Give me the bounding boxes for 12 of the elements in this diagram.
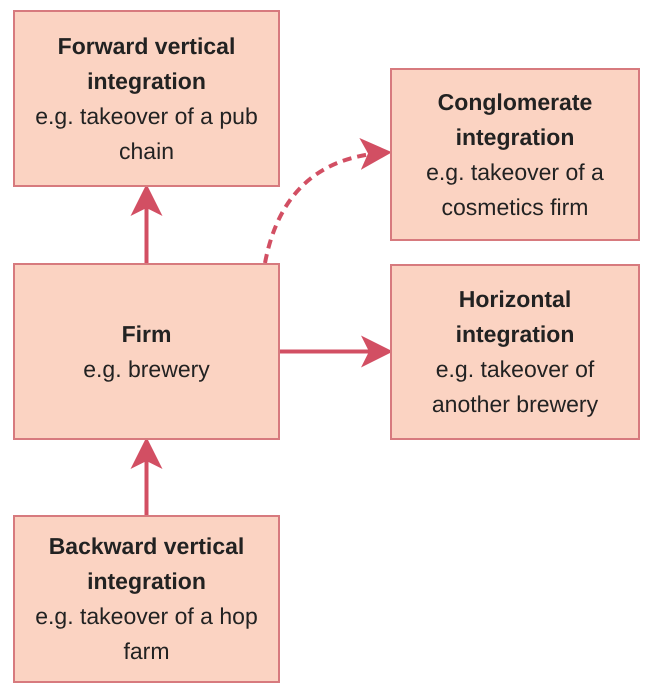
concept-box xyxy=(13,10,280,187)
box-text: e.g. brewery xyxy=(83,354,210,384)
concept-box xyxy=(13,515,280,683)
arrow xyxy=(263,139,392,264)
box-text: e.g. takeover of another brewery xyxy=(430,355,600,419)
box-text: e.g. takeover of a hop farm xyxy=(34,602,259,666)
box-text: e.g. takeover of a pub chain xyxy=(34,102,259,166)
box-text: e.g. takeover of a cosmetics firm xyxy=(425,158,605,222)
box-heading: Firm xyxy=(122,320,172,348)
concept-box xyxy=(390,68,640,241)
concept-box xyxy=(13,263,280,440)
concept-box xyxy=(390,264,640,440)
